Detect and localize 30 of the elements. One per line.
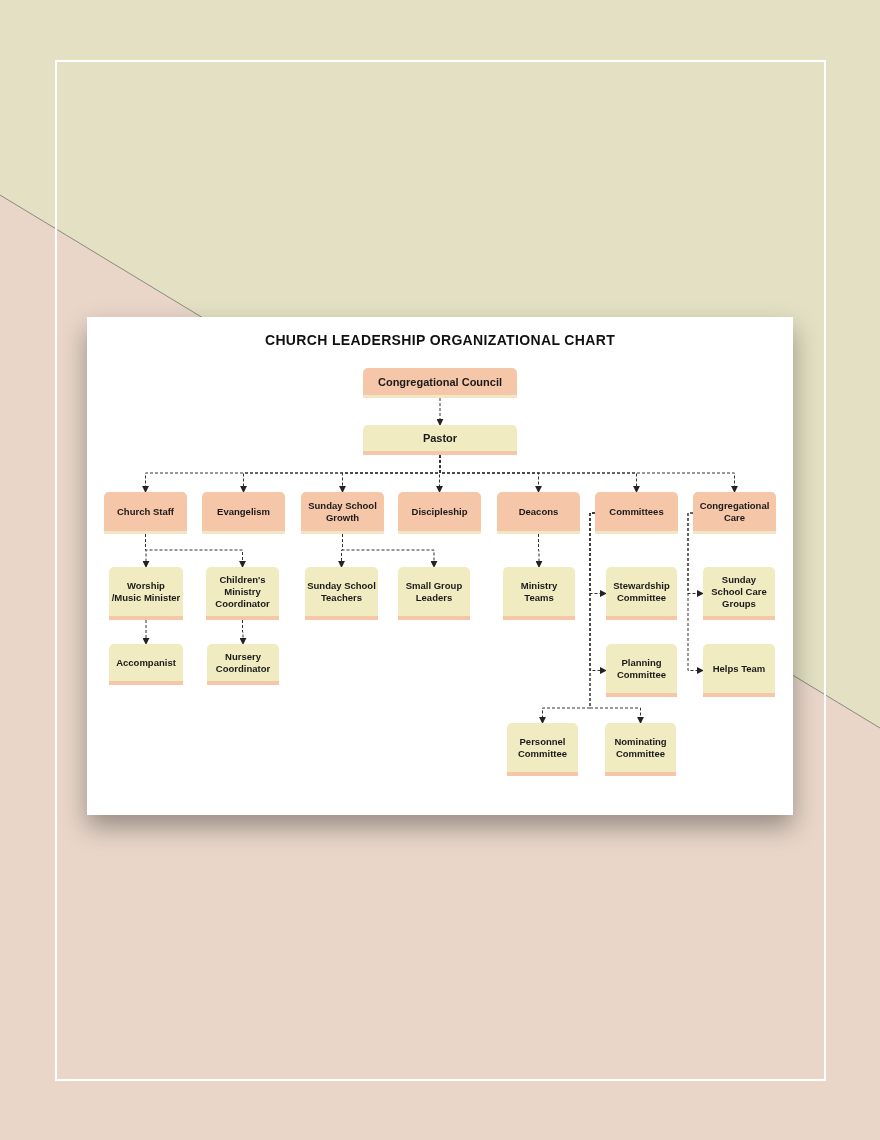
- role-box: Pastor: [363, 425, 517, 455]
- department-box: Discipleship: [398, 492, 481, 534]
- role-box: Ministry Teams: [503, 567, 575, 620]
- role-box: Planning Committee: [606, 644, 677, 697]
- role-box: Sunday School Care Groups: [703, 567, 775, 620]
- department-box: Committees: [595, 492, 678, 534]
- role-box: Stewardship Committee: [606, 567, 677, 620]
- arrow: [535, 533, 543, 568]
- role-box: Nominating Committee: [605, 723, 676, 776]
- role-box: Helps Team: [703, 644, 775, 697]
- department-box: Church Staff: [104, 492, 187, 534]
- role-box: Nursery Coordinator: [207, 644, 279, 685]
- arrow: [589, 512, 644, 724]
- department-box: Deacons: [497, 492, 580, 534]
- department-box: Congregational Council: [363, 368, 517, 398]
- arrow: [687, 512, 704, 674]
- arrow: [436, 397, 444, 426]
- department-box: Evangelism: [202, 492, 285, 534]
- arrow: [439, 454, 738, 493]
- role-box: Sunday School Teachers: [305, 567, 378, 620]
- role-box: Personnel Committee: [507, 723, 578, 776]
- department-box: Congregational Care: [693, 492, 776, 534]
- arrow: [239, 619, 247, 645]
- arrow: [142, 619, 150, 645]
- role-box: Accompanist: [109, 644, 183, 685]
- role-box: Small Group Leaders: [398, 567, 470, 620]
- department-box: Sunday School Growth: [301, 492, 384, 534]
- chart-title: CHURCH LEADERSHIP ORGANIZATIONAL CHART: [263, 331, 617, 350]
- role-box: Worship /Music Minister: [109, 567, 183, 620]
- role-box: Children's Ministry Coordinator: [206, 567, 279, 620]
